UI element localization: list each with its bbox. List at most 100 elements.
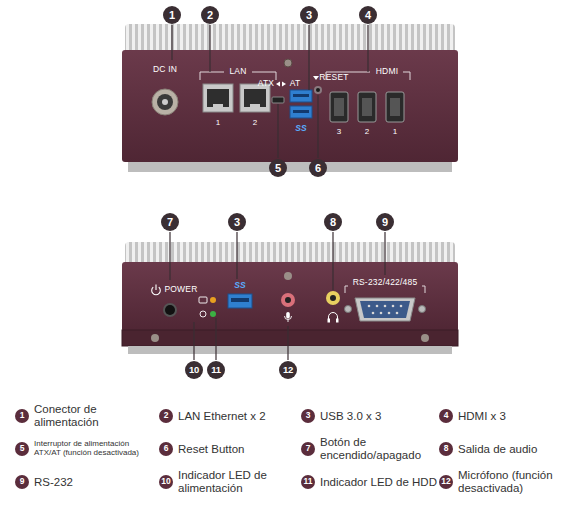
leader-line bbox=[367, 25, 368, 72]
usb-logo: SS bbox=[295, 124, 306, 133]
reset-marker bbox=[313, 76, 319, 80]
leader-line bbox=[171, 25, 172, 60]
callout-number: 8 bbox=[324, 213, 342, 231]
port-number: 2 bbox=[253, 119, 257, 128]
arrow-symbol bbox=[276, 82, 280, 87]
callout-number: 12 bbox=[279, 361, 297, 379]
mic-jack-hole bbox=[285, 297, 291, 303]
hdmi-socket bbox=[334, 98, 344, 116]
leader-line bbox=[384, 232, 385, 275]
mic-icon bbox=[285, 316, 292, 322]
headphone-icon bbox=[336, 319, 339, 323]
audio-jack-hole bbox=[330, 295, 336, 301]
port-label: POWER bbox=[164, 285, 197, 294]
leader-line bbox=[215, 318, 216, 360]
callout-number: 3 bbox=[228, 213, 246, 231]
port-label: LAN bbox=[229, 67, 246, 76]
base-plate bbox=[128, 346, 452, 354]
leader-line bbox=[209, 25, 210, 72]
key-number: 1 bbox=[15, 409, 29, 423]
key-text: USB 3.0 x 3 bbox=[320, 410, 438, 423]
db9-screw bbox=[419, 306, 426, 313]
callout-number: 4 bbox=[359, 6, 377, 24]
leader-lines bbox=[170, 232, 385, 360]
rj45-port bbox=[203, 84, 233, 112]
hdd-icon bbox=[199, 297, 207, 303]
leader-line bbox=[317, 95, 318, 158]
port-number: 1 bbox=[393, 128, 397, 137]
atx-at-switch bbox=[272, 97, 284, 103]
key-text: Micrófono (función desactivada) bbox=[458, 469, 574, 494]
leader-line bbox=[193, 322, 194, 360]
callout-number: 9 bbox=[376, 213, 394, 231]
housing bbox=[122, 50, 458, 162]
callout-number: 3 bbox=[300, 6, 318, 24]
key-number: 2 bbox=[159, 409, 173, 423]
heatsink-fins bbox=[125, 24, 455, 54]
reset-button bbox=[316, 88, 320, 92]
dc-jack bbox=[152, 89, 178, 115]
callout-number: 11 bbox=[207, 361, 225, 379]
key-number: 5 bbox=[15, 442, 29, 456]
callout-number: 2 bbox=[201, 6, 219, 24]
screw bbox=[284, 59, 292, 67]
callout-number: 6 bbox=[309, 159, 327, 177]
audio-jack bbox=[326, 291, 340, 305]
leader-lines bbox=[172, 25, 368, 158]
switch-label: AT bbox=[290, 79, 301, 88]
base-plate bbox=[128, 162, 452, 172]
arrow-symbol bbox=[282, 82, 286, 87]
key-number: 9 bbox=[15, 475, 29, 489]
usb-tongue bbox=[231, 298, 249, 302]
reset-ring bbox=[314, 86, 322, 94]
hdmi-socket bbox=[390, 98, 400, 116]
dc-jack-pin bbox=[162, 99, 168, 105]
screw bbox=[151, 334, 159, 342]
key-text: HDMI x 3 bbox=[458, 410, 574, 423]
key-text: Indicador LED de HDD bbox=[320, 476, 444, 489]
housing bbox=[122, 262, 458, 332]
hdmi-port bbox=[358, 92, 376, 122]
power-led-icon bbox=[200, 311, 206, 317]
port-number: 2 bbox=[365, 128, 369, 137]
power-button-ring bbox=[163, 303, 177, 317]
port-number: 1 bbox=[216, 119, 220, 128]
leader-line bbox=[169, 232, 170, 280]
power-symbol bbox=[152, 285, 161, 295]
hdmi-port bbox=[330, 92, 348, 122]
key-text: LAN Ethernet x 2 bbox=[178, 410, 300, 423]
key-number: 7 bbox=[301, 442, 315, 456]
callout-number: 1 bbox=[163, 6, 181, 24]
db9-insert bbox=[360, 301, 410, 318]
port-number: 3 bbox=[337, 128, 341, 137]
key-text: Indicador LED de alimentación bbox=[178, 469, 288, 494]
callout-number: 7 bbox=[161, 213, 179, 231]
headphone-icon bbox=[328, 319, 331, 323]
rj45-notch bbox=[250, 104, 260, 109]
port-label: HDMI bbox=[376, 67, 399, 76]
usb-tongue bbox=[293, 94, 309, 97]
front-panel bbox=[122, 232, 458, 360]
lower-plate bbox=[122, 330, 458, 346]
hdmi-ports bbox=[330, 92, 404, 122]
power-led bbox=[210, 311, 216, 317]
port-label: RS-232/422/485 bbox=[353, 278, 418, 287]
usb-port bbox=[290, 106, 312, 118]
db9-screw bbox=[345, 306, 352, 313]
hdmi-port bbox=[386, 92, 404, 122]
key-text: RS-232 bbox=[34, 476, 154, 489]
usb-port bbox=[228, 294, 252, 308]
callout-number: 10 bbox=[185, 361, 203, 379]
rj45-notch bbox=[213, 104, 223, 109]
leader-line bbox=[236, 232, 237, 279]
power-button bbox=[165, 305, 175, 315]
leader-line bbox=[287, 326, 288, 360]
key-number: 6 bbox=[159, 442, 173, 456]
db9-shell bbox=[355, 298, 415, 321]
hdd-led bbox=[210, 297, 216, 303]
port-label: RESET bbox=[319, 73, 348, 82]
hdmi-socket bbox=[362, 98, 372, 116]
